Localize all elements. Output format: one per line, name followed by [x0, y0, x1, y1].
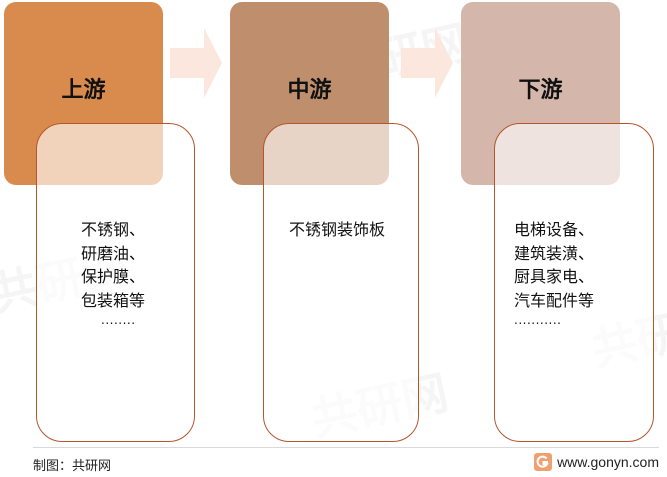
list-item: 保护膜、: [81, 267, 146, 286]
list-item: 不锈钢装饰板: [289, 220, 386, 239]
list-item: 厨具家电、: [514, 267, 595, 286]
ellipsis: ........: [101, 313, 136, 327]
list-item: 不锈钢、: [81, 220, 146, 239]
list-item: 研磨油、: [81, 243, 146, 263]
upstream-items: 不锈钢、 研磨油、 保护膜、 包装箱等 ........: [37, 218, 194, 328]
list-item: 汽车配件等: [514, 290, 595, 310]
midstream-items: 不锈钢装饰板: [264, 218, 418, 242]
downstream-panel: 电梯设备、 建筑装潢、 厨具家电、 汽车配件等 ...........: [494, 123, 654, 442]
arrow-right-icon: [170, 28, 222, 98]
list-item: 建筑装潢、: [514, 243, 595, 263]
website-url: www.gonyn.com: [557, 454, 659, 470]
upstream-panel: 不锈钢、 研磨油、 保护膜、 包装箱等 ........: [36, 123, 195, 442]
list-item: 电梯设备、: [514, 220, 595, 239]
upstream-title: 上游: [61, 77, 106, 103]
website-credit: www.gonyn.com: [534, 453, 659, 471]
list-item: 包装箱等: [81, 290, 146, 310]
downstream-items: 电梯设备、 建筑装潢、 厨具家电、 汽车配件等 ...........: [495, 218, 653, 328]
arrow-right-icon: [401, 28, 453, 98]
source-label: 制图：共研网: [33, 459, 112, 474]
midstream-panel: 不锈钢装饰板: [263, 123, 419, 442]
midstream-title: 中游: [287, 77, 332, 103]
ellipsis: ...........: [514, 313, 562, 327]
gonyn-logo-icon: [534, 453, 553, 471]
footer-divider: [33, 447, 659, 448]
downstream-title: 下游: [518, 77, 563, 103]
